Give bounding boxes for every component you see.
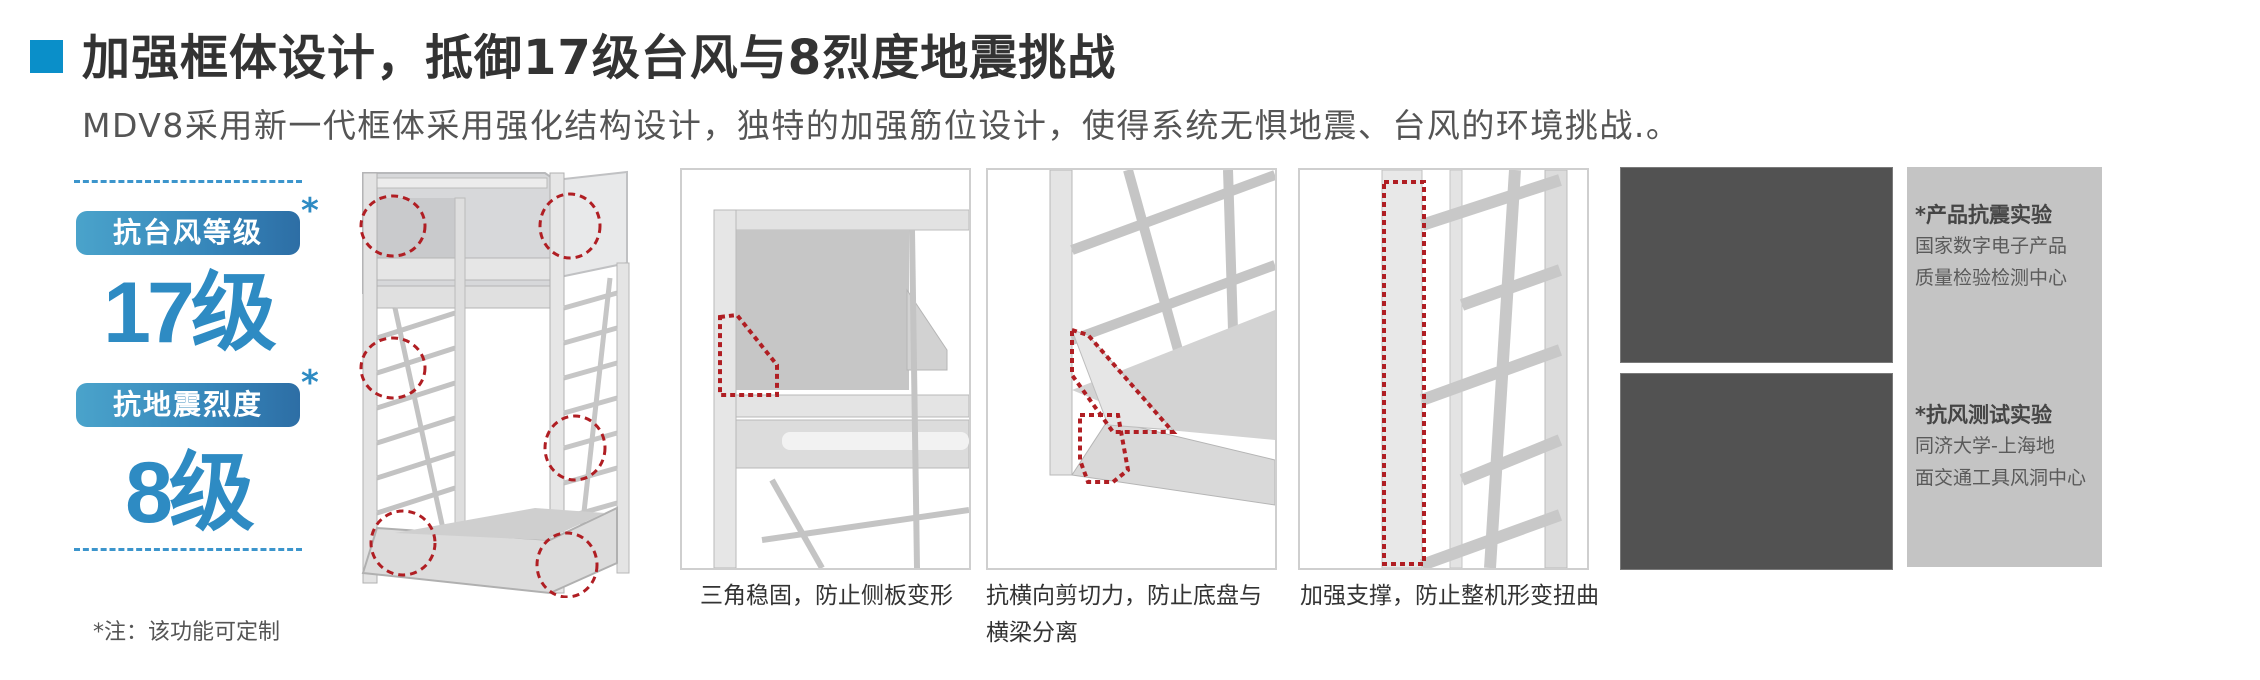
- wind-test-info: *抗风测试实验 同济大学-上海地 面交通工具风洞中心: [1915, 400, 2086, 494]
- detail-caption-1: 三角稳固，防止侧板变形: [700, 583, 953, 609]
- dashed-divider-top: [74, 180, 302, 183]
- earthquake-rating-value: 8级: [125, 445, 255, 541]
- cabinet-frame-illustration: [355, 168, 635, 598]
- page-title: 加强框体设计，抵御17级台风与8烈度地震挑战: [82, 30, 1117, 86]
- earthquake-test-photo: [1620, 167, 1893, 363]
- typhoon-asterisk: *: [301, 191, 319, 231]
- title-accent-square: [30, 40, 63, 73]
- typhoon-rating-badge: 抗台风等级: [76, 211, 300, 255]
- earthquake-rating-badge: 抗地震烈度: [76, 383, 300, 427]
- earthquake-test-org-line-2: 质量检验检测中心: [1915, 267, 2068, 289]
- wind-test-photo: [1620, 373, 1893, 570]
- detail-image-vertical-support: [1298, 168, 1589, 570]
- earthquake-test-info: *产品抗震实验 国家数字电子产品 质量检验检测中心: [1915, 200, 2067, 294]
- wind-test-org-line-2: 面交通工具风洞中心: [1915, 467, 2087, 489]
- test-info-panel: *产品抗震实验 国家数字电子产品 质量检验检测中心 *抗风测试实验 同济大学-上…: [1907, 167, 2102, 567]
- customizable-note: *注：该功能可定制: [93, 620, 281, 645]
- detail-caption-3: 加强支撑，防止整机形变扭曲: [1300, 583, 1599, 609]
- earthquake-asterisk: *: [301, 363, 319, 403]
- page-subtitle: MDV8采用新一代框体采用强化结构设计，独特的加强筋位设计，使得系统无惧地震、台…: [82, 106, 1681, 145]
- detail-image-shear-brace: [986, 168, 1277, 570]
- typhoon-rating-value: 17级: [103, 265, 277, 361]
- earthquake-test-heading: *产品抗震实验: [1915, 203, 2052, 227]
- dashed-divider-bottom: [74, 548, 302, 551]
- detail-caption-2: 抗横向剪切力，防止底盘与横梁分离: [986, 583, 1262, 646]
- earthquake-test-org-line-1: 国家数字电子产品: [1915, 235, 2068, 257]
- wind-test-org-line-1: 同济大学-上海地: [1915, 435, 2055, 457]
- detail-image-triangle-bracket: [680, 168, 971, 570]
- wind-test-heading: *抗风测试实验: [1915, 403, 2052, 427]
